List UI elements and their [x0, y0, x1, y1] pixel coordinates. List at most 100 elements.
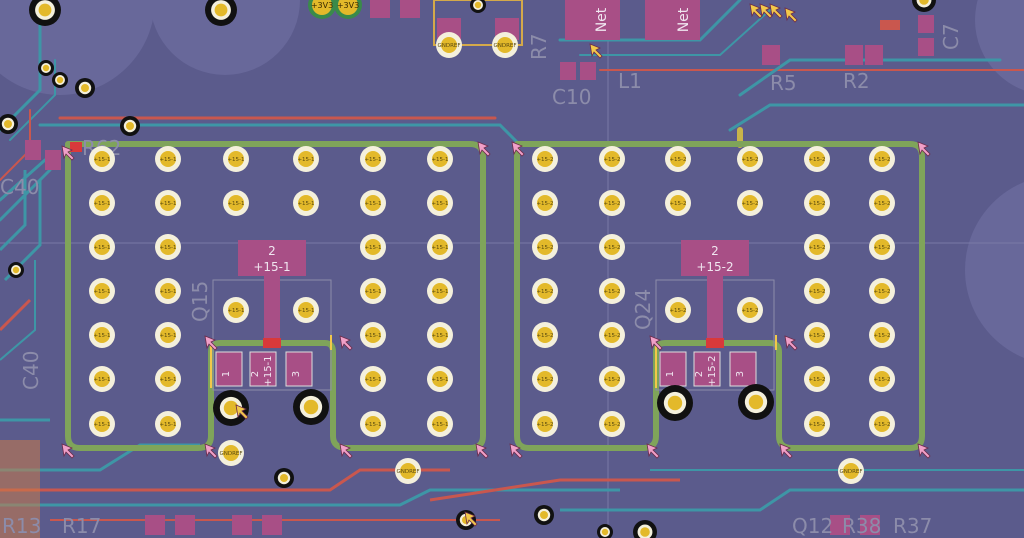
smd-pad[interactable]: [70, 142, 82, 152]
via-15-1[interactable]: +15-1: [360, 190, 386, 216]
drc-marker-icon[interactable]: [339, 443, 353, 459]
through-hole-via[interactable]: [38, 60, 54, 76]
via-15-2[interactable]: +15-2: [599, 234, 625, 260]
through-hole-via[interactable]: [8, 262, 24, 278]
via-15-2[interactable]: +15-2: [599, 411, 625, 437]
via-15-1[interactable]: +15-1: [223, 190, 249, 216]
via-15-1[interactable]: +15-1: [427, 366, 453, 392]
via-15-1[interactable]: +15-1: [427, 234, 453, 260]
drc-marker-icon[interactable]: [475, 443, 489, 459]
q24-pin-2-pad[interactable]: [693, 351, 721, 387]
via-15-1[interactable]: +15-1: [360, 366, 386, 392]
smd-pad[interactable]: [580, 62, 596, 80]
through-hole-via[interactable]: [213, 390, 249, 426]
via-15-2[interactable]: +15-2: [599, 322, 625, 348]
via-15-1[interactable]: +15-1: [360, 234, 386, 260]
smd-pad[interactable]: [232, 515, 252, 535]
drc-marker-icon[interactable]: [61, 145, 75, 161]
drc-marker-icon[interactable]: [235, 404, 249, 420]
net-pad-a[interactable]: [565, 0, 620, 40]
drc-marker-icon[interactable]: [464, 511, 478, 527]
via-layer[interactable]: +15-1 +15-1 +15-1 +15-1 +15-1 +15-1 +15-1 +15-1…: [89, 0, 895, 484]
via-15-2[interactable]: +15-2: [869, 366, 895, 392]
q24-pin-3-pad[interactable]: [729, 351, 757, 387]
via-15-1[interactable]: +15-1: [89, 146, 115, 172]
via-15-1[interactable]: +15-1: [155, 322, 181, 348]
through-hole-via[interactable]: [657, 385, 693, 421]
drc-marker-icon[interactable]: [204, 335, 218, 351]
via-15-1[interactable]: +15-1: [89, 234, 115, 260]
via-15-1[interactable]: +15-1: [155, 278, 181, 304]
through-hole-via[interactable]: [293, 389, 329, 425]
via-15-2[interactable]: +15-2: [804, 322, 830, 348]
smd-pad[interactable]: [45, 150, 61, 170]
via-15-1[interactable]: +15-1: [360, 322, 386, 348]
drc-marker-icon[interactable]: [769, 3, 783, 19]
via-15-1[interactable]: +15-1: [360, 411, 386, 437]
via-15-2[interactable]: +15-2: [599, 366, 625, 392]
via-15-2[interactable]: +15-2: [599, 190, 625, 216]
through-hole-via[interactable]: [75, 78, 95, 98]
via-15-1[interactable]: +15-1: [89, 322, 115, 348]
drc-marker-icon[interactable]: [649, 335, 663, 351]
q15-pin-1-pad[interactable]: [215, 351, 243, 387]
smd-pad[interactable]: [145, 515, 165, 535]
via-gndref[interactable]: GNDREF: [838, 458, 864, 484]
smd-pad[interactable]: [25, 140, 41, 160]
via-15-2[interactable]: +15-2: [532, 366, 558, 392]
via-15-2[interactable]: +15-2: [869, 146, 895, 172]
via-gndref[interactable]: GNDREF: [395, 458, 421, 484]
drc-marker-icon[interactable]: [759, 3, 773, 19]
through-hole-via[interactable]: [205, 0, 237, 26]
via-3v3[interactable]: +3V3: [308, 0, 336, 19]
drc-marker-icon[interactable]: [511, 141, 525, 157]
through-hole-via[interactable]: [274, 468, 294, 488]
through-hole-via[interactable]: [633, 520, 657, 538]
smd-pad[interactable]: [918, 38, 934, 56]
through-hole-via[interactable]: [120, 116, 140, 136]
through-hole-via[interactable]: [0, 114, 18, 134]
via-15-2[interactable]: +15-2: [804, 366, 830, 392]
via-15-2[interactable]: +15-2: [532, 234, 558, 260]
drc-marker-icon[interactable]: [917, 141, 931, 157]
smd-pad[interactable]: [262, 515, 282, 535]
drc-marker-icon[interactable]: [784, 7, 798, 23]
via-15-1[interactable]: +15-1: [293, 190, 319, 216]
smd-pad[interactable]: [918, 15, 934, 33]
drc-marker-icon[interactable]: [779, 443, 793, 459]
via-15-1[interactable]: +15-1: [293, 297, 319, 323]
via-15-1[interactable]: +15-1: [89, 411, 115, 437]
via-15-2[interactable]: +15-2: [737, 297, 763, 323]
via-15-1[interactable]: +15-1: [155, 146, 181, 172]
smd-pad[interactable]: [370, 0, 390, 18]
net-pad-b[interactable]: [645, 0, 700, 40]
via-15-2[interactable]: +15-2: [869, 411, 895, 437]
drc-marker-icon[interactable]: [646, 443, 660, 459]
via-15-1[interactable]: +15-1: [223, 297, 249, 323]
via-15-2[interactable]: +15-2: [804, 146, 830, 172]
via-15-2[interactable]: +15-2: [869, 234, 895, 260]
smd-pad[interactable]: [762, 45, 780, 65]
via-15-1[interactable]: +15-1: [155, 366, 181, 392]
via-15-2[interactable]: +15-2: [665, 190, 691, 216]
via-15-2[interactable]: +15-2: [665, 297, 691, 323]
via-15-1[interactable]: +15-1: [427, 146, 453, 172]
smd-pad[interactable]: [560, 62, 576, 80]
drc-marker-icon[interactable]: [204, 443, 218, 459]
via-15-1[interactable]: +15-1: [155, 190, 181, 216]
via-15-2[interactable]: +15-2: [532, 411, 558, 437]
top-components[interactable]: [25, 0, 934, 535]
drc-marker-icon[interactable]: [589, 43, 603, 59]
via-15-2[interactable]: +15-2: [869, 190, 895, 216]
q24-footprint[interactable]: [655, 240, 777, 391]
via-15-1[interactable]: +15-1: [155, 234, 181, 260]
via-15-1[interactable]: +15-1: [223, 146, 249, 172]
via-gndref[interactable]: GNDREF: [492, 32, 518, 58]
through-hole-via[interactable]: [912, 0, 936, 12]
via-15-1[interactable]: +15-1: [360, 278, 386, 304]
smd-pad[interactable]: [880, 20, 900, 30]
drc-marker-icon[interactable]: [917, 443, 931, 459]
through-hole-via[interactable]: [738, 384, 774, 420]
